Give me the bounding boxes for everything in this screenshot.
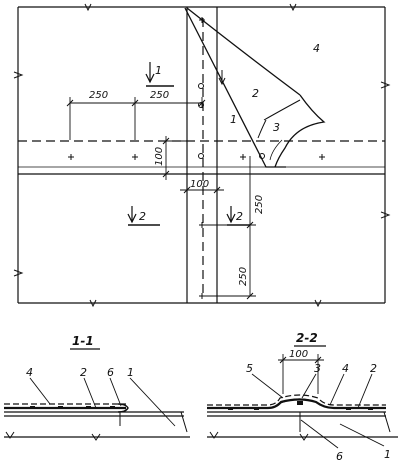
- flap-fold-2: [257, 119, 267, 139]
- flap-fold-1: [263, 99, 301, 121]
- section-1-1: 1-1 4 2 6 1: [4, 334, 190, 441]
- section-2-2-callout-1: 1: [384, 448, 391, 461]
- flap-curl: [274, 94, 326, 168]
- dimension-250-vertical: 250 250: [205, 156, 265, 300]
- flap-fold-3: [269, 139, 283, 161]
- dimension-label-100-v: 100: [154, 147, 165, 166]
- dimension-label-250-a: 250: [89, 90, 108, 101]
- section-mark-flap: [218, 70, 226, 86]
- hole-marks: [198, 83, 265, 159]
- plan-view: 250 250 100 100 250 250: [13, 3, 391, 308]
- section-mark-2-right: 2: [226, 206, 250, 226]
- section-2-2: 2-2 100 5 3: [207, 331, 398, 463]
- section-mark-2-left-label: 2: [139, 210, 146, 223]
- break-marks: [13, 3, 391, 308]
- callout-1: 1: [230, 113, 237, 126]
- section-1-1-callout-1: 1: [127, 366, 134, 379]
- section-2-2-callout-4: 4: [342, 362, 349, 375]
- callout-3: 3: [273, 121, 280, 134]
- section-1-1-callout-2: 2: [80, 366, 87, 379]
- callout-4: 4: [313, 42, 320, 55]
- dimension-100-horizontal: 100: [180, 179, 224, 195]
- section-2-2-callout-3: 3: [314, 362, 321, 375]
- section-2-2-dimension: 100: [289, 349, 308, 360]
- flap-outline-left: [184, 7, 286, 168]
- section-2-2-callout-2: 2: [370, 362, 377, 375]
- section-1-1-title: 1-1: [72, 334, 94, 348]
- section-2-2-callout-5: 5: [246, 362, 253, 375]
- section-2-2-title: 2-2: [296, 331, 318, 345]
- dimension-label-100-h: 100: [190, 179, 209, 190]
- dimension-250-left: 250 250: [66, 90, 206, 140]
- section-1-1-callout-6: 6: [107, 366, 114, 379]
- dimension-label-250-b: 250: [150, 90, 169, 101]
- section-1-1-callout-4: 4: [26, 366, 33, 379]
- section-mark-1-label: 1: [155, 64, 162, 77]
- section-mark-2-left: 2: [127, 206, 160, 226]
- fastener-marks: [68, 17, 325, 299]
- section-mark-2-right-label: 2: [236, 210, 243, 223]
- callout-2: 2: [252, 87, 259, 100]
- section-mark-1: 1: [145, 62, 174, 87]
- dimension-100-vertical: 100: [154, 136, 190, 180]
- flap-outline-top: [186, 7, 301, 96]
- dimension-label-250-d: 250: [238, 267, 249, 286]
- dimension-label-250-c: 250: [254, 195, 265, 214]
- section-2-2-callout-6: 6: [336, 450, 343, 463]
